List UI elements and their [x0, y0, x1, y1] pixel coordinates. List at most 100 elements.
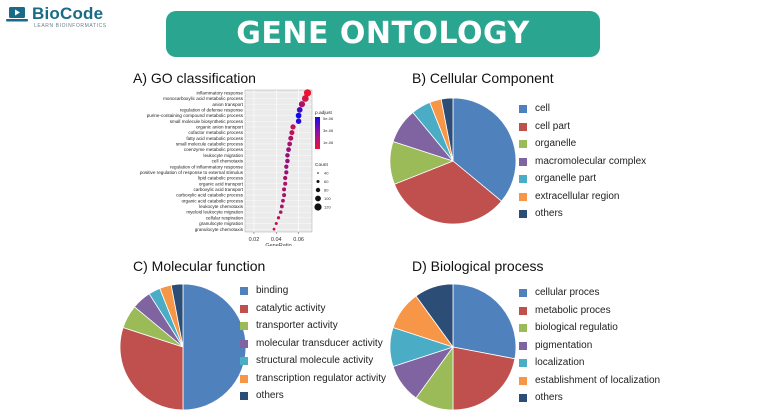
- biological-process-pie: [389, 283, 517, 411]
- brand-name: BioCode: [32, 4, 104, 23]
- legend-swatch: [240, 392, 248, 400]
- legend-item: others: [519, 208, 646, 226]
- data-point: [296, 107, 303, 113]
- category-label: coenzyme metabolic process: [184, 147, 244, 152]
- color-legend-tick: 5e-06: [323, 116, 334, 121]
- legend-label: cell part: [535, 120, 571, 132]
- data-point: [282, 187, 287, 192]
- category-label: monocarboxylic acid metabolic process: [163, 96, 244, 101]
- page-title: GENE ONTOLOGY ANALYSIS: [166, 11, 600, 97]
- legend-label: catalytic activity: [256, 302, 326, 314]
- biocode-logo: BioCode LEARN BIOINFORMATICS: [6, 4, 136, 30]
- size-legend-dot: [314, 203, 322, 211]
- legend-item: cell part: [519, 121, 646, 139]
- data-point: [285, 158, 290, 164]
- data-point: [284, 170, 289, 175]
- legend-label: organelle: [535, 138, 577, 149]
- legend-item: pigmentation: [519, 340, 660, 358]
- category-label: anion transport: [212, 102, 243, 107]
- data-point: [279, 204, 284, 209]
- data-point: [284, 164, 289, 169]
- color-legend-tick: 3e-06: [323, 128, 334, 133]
- color-legend-title: p.adjust: [315, 110, 332, 116]
- category-label: inflammatory response: [197, 90, 244, 95]
- legend-swatch: [240, 287, 248, 295]
- data-point: [295, 118, 302, 124]
- cellular-component-pie: [389, 97, 517, 225]
- legend-item: others: [240, 390, 386, 408]
- category-label: cellular respiration: [206, 215, 244, 220]
- size-legend-tick: 80: [324, 188, 329, 193]
- legend-label: transcription regulator activity: [256, 372, 387, 384]
- legend-swatch: [519, 105, 527, 113]
- x-tick-label: 0.04: [271, 237, 282, 243]
- data-point: [276, 216, 281, 220]
- brand-tagline: LEARN BIOINFORMATICS: [34, 23, 107, 29]
- data-point: [301, 95, 309, 102]
- x-tick-label: 0.02: [249, 237, 260, 243]
- data-point: [298, 101, 306, 108]
- category-label: granulocyte migration: [199, 221, 243, 226]
- color-legend-bar: [315, 117, 320, 149]
- legend-label: biological regulatio: [535, 322, 618, 333]
- legend-label: pigmentation: [535, 339, 593, 351]
- category-label: carboxylic acid transport: [193, 187, 243, 192]
- legend-item: molecular transducer activity: [240, 338, 386, 356]
- legend-item: organelle: [519, 138, 646, 156]
- size-legend-dot: [316, 180, 320, 183]
- data-point: [288, 135, 294, 141]
- size-legend-tick: 120: [324, 205, 331, 210]
- legend-label: molecular transducer activity: [256, 337, 383, 349]
- legend-item: organelle part: [519, 173, 646, 191]
- legend-swatch: [240, 339, 248, 348]
- legend-swatch: [519, 140, 527, 148]
- legend-item: localization: [519, 357, 660, 375]
- legend-item: transporter activity: [240, 320, 386, 338]
- size-legend-tick: 60: [324, 179, 329, 184]
- pie-slice: [452, 283, 517, 360]
- category-label: fatty acid metabolic process: [186, 136, 243, 141]
- legend-label: extracellular region: [535, 190, 620, 202]
- legend-swatch: [240, 304, 248, 313]
- legend-label: organelle part: [535, 173, 597, 184]
- legend-item: establishment of localization: [519, 375, 660, 393]
- legend-label: macromolecular complex: [535, 155, 647, 167]
- legend-swatch: [519, 175, 527, 183]
- legend-swatch: [519, 376, 527, 385]
- category-label: myeloid leukocyte migration: [186, 210, 243, 215]
- legend-label: cell: [535, 103, 551, 114]
- laptop-play-icon: [6, 7, 28, 22]
- cellular-component-legend: cell cell part organelle macromolecular com…: [519, 103, 646, 226]
- category-label: small molecule catabolic process: [176, 142, 244, 147]
- category-label: cofactor metabolic process: [188, 130, 243, 135]
- legend-item: cellular proces: [519, 287, 660, 305]
- pie-slice: [452, 97, 517, 202]
- legend-item: catalytic activity: [240, 303, 386, 321]
- panel-d-title: D) Biological process: [412, 258, 544, 274]
- data-point: [283, 175, 288, 181]
- data-point: [278, 210, 283, 214]
- data-point: [272, 227, 276, 231]
- data-point: [285, 153, 290, 158]
- x-tick-label: 0.06: [293, 237, 304, 243]
- legend-swatch: [519, 192, 527, 201]
- legend-label: structural molecule activity: [256, 355, 374, 366]
- legend-swatch: [519, 122, 527, 131]
- legend-item: biological regulatio: [519, 322, 660, 340]
- data-point: [282, 193, 287, 198]
- legend-swatch: [519, 306, 527, 315]
- data-point: [295, 112, 302, 119]
- category-label: lipid catabolic process: [198, 176, 244, 181]
- data-point: [289, 130, 295, 136]
- legend-label: cellular proces: [535, 287, 600, 298]
- legend-label: binding: [256, 285, 289, 296]
- legend-item: binding: [240, 285, 386, 303]
- data-point: [287, 141, 293, 147]
- legend-item: structural molecule activity: [240, 355, 386, 373]
- pie-slice: [182, 283, 247, 411]
- data-point: [290, 124, 296, 130]
- legend-label: transporter activity: [256, 320, 338, 331]
- category-label: positive regulation of response to exter…: [140, 170, 244, 175]
